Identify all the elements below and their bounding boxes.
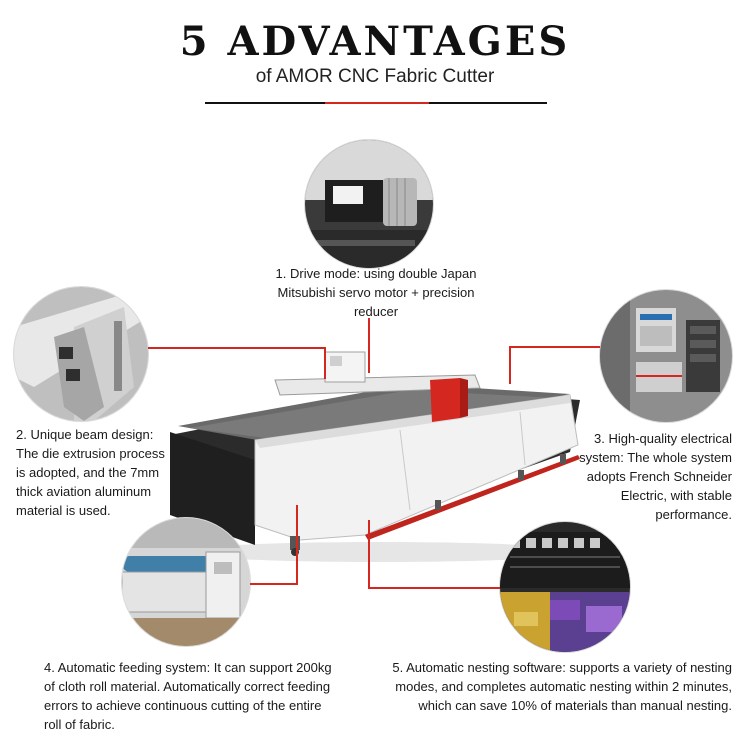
feeding-roller-icon — [122, 518, 250, 646]
connector-line — [148, 347, 324, 349]
page-title: 5 ADVANTAGES — [179, 18, 571, 65]
advantage-1-text: 1. Drive mode: using double Japan Mitsub… — [275, 266, 477, 319]
servo-motor-icon — [305, 140, 433, 268]
advantage-3-text: 3. High-quality electrical system: The w… — [579, 431, 732, 522]
beam-design-image — [14, 287, 148, 421]
connector-line — [324, 347, 326, 379]
page-subtitle: of AMOR CNC Fabric Cutter — [255, 66, 495, 87]
electrical-cabinet-icon — [600, 290, 732, 422]
advantage-4-text: 4. Automatic feeding system: It can supp… — [44, 660, 332, 732]
connector-line — [368, 587, 500, 589]
connector-line — [368, 318, 370, 373]
electrical-system-image — [600, 290, 732, 422]
advantage-5-text: 5. Automatic nesting software: supports … — [392, 660, 732, 713]
connector-line — [250, 583, 296, 585]
title-divider — [205, 102, 547, 104]
connector-line — [509, 346, 511, 384]
advantage-2-text: 2. Unique beam design: The die extrusion… — [16, 427, 165, 518]
connector-line — [368, 520, 370, 588]
nesting-software-image — [500, 522, 630, 652]
nesting-software-icon — [500, 522, 630, 652]
feeding-system-image — [122, 518, 250, 646]
drive-mode-image — [305, 140, 433, 268]
connector-line — [509, 346, 600, 348]
aluminum-beam-icon — [14, 287, 148, 421]
cnc-cutter-machine-image — [170, 351, 580, 562]
connector-line — [296, 505, 298, 585]
